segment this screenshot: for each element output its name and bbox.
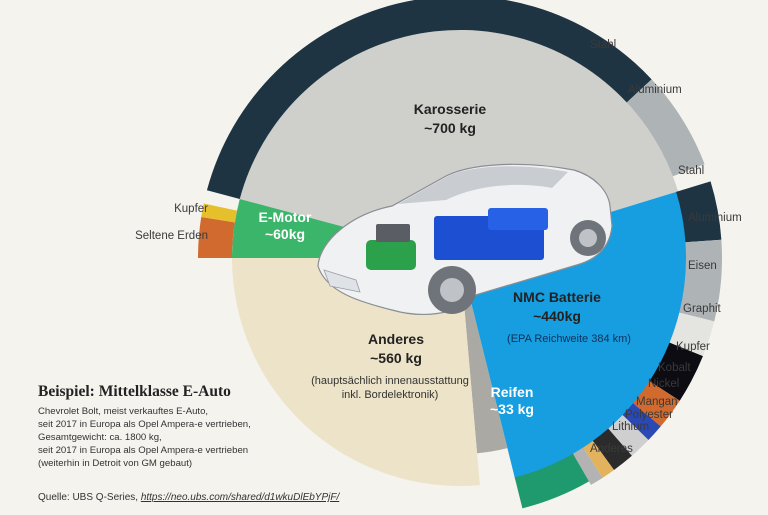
ring-segment-graphit (649, 342, 703, 401)
segment-title: Anderes (368, 331, 424, 347)
segment-note: (EPA Reichweite 384 km) (507, 333, 631, 345)
motor-unit (366, 240, 416, 270)
caption-line: Chevrolet Bolt, meist verkauftes E-Auto, (38, 406, 209, 417)
ring-label: Eisen (688, 260, 717, 272)
ring-label: Nickel (648, 378, 679, 390)
segment-value: ~60kg (265, 226, 305, 242)
segment-title: E-Motor (259, 209, 312, 225)
segment-value: ~33 kg (490, 401, 534, 417)
segment-note: (hauptsächlich innenausstattung (311, 375, 469, 387)
caption-line: seit 2017 in Europa als Opel Ampera-e ve… (38, 419, 251, 430)
segment-value: ~440kg (533, 308, 581, 324)
car-illustration (317, 163, 613, 315)
segment-value: ~700 kg (424, 120, 476, 136)
ring-segment-nickel (608, 414, 649, 456)
ring-segment-kupfer (198, 217, 235, 258)
ring-segment-mangan (592, 428, 632, 470)
ring-label: Graphit (683, 303, 722, 315)
caption-title: Beispiel: Mittelklasse E-Auto (38, 383, 231, 400)
ring-segment-kupfer (633, 381, 680, 427)
ring-segment-aluminium (626, 79, 705, 177)
ring-segment-polyester (583, 440, 614, 478)
ring-label: Anderes (590, 443, 633, 455)
ring-segment-seltene-erden (201, 203, 237, 223)
source-link[interactable]: https://neo.ubs.com/shared/d1wkuDlEbYPjF… (140, 492, 340, 503)
ring-label: Polyester (625, 409, 673, 421)
ring-label: Stahl (678, 165, 704, 177)
ring-label: Stahl (590, 39, 616, 51)
car-windshield (398, 166, 568, 204)
headlight (323, 269, 361, 293)
ring-label: Kupfer (174, 203, 208, 215)
pie-slice-reifen (460, 258, 508, 454)
ring-label: Seltene Erden (135, 230, 208, 242)
segment-title: Karosserie (414, 101, 487, 117)
outer-ring (198, 0, 722, 509)
caption-block: Beispiel: Mittelklasse E-Auto Chevrolet … (38, 383, 308, 470)
ring-segment-lithium (573, 447, 603, 485)
segment-note: inkl. Bordelektronik) (342, 389, 439, 401)
caption-line: seit 2017 in Europa als Opel Ampera-e ve… (38, 445, 249, 456)
pie-slice-anderes (232, 258, 480, 486)
source-prefix: Quelle: UBS Q-Series, (38, 492, 141, 503)
ring-label: Kupfer (676, 341, 710, 353)
ring-segment-aluminium (679, 239, 722, 322)
ring-segment-stahl (676, 181, 722, 243)
caption-line: (weiterhin in Detroit von GM gebaut) (38, 458, 193, 469)
ring-segment-kobalt (622, 403, 661, 441)
segment-title: Reifen (491, 384, 534, 400)
caption-line: Gesamtgewicht: ca. 1800 kg, (38, 432, 162, 443)
segment-title: NMC Batterie (513, 289, 601, 305)
rear-hub (579, 229, 597, 247)
battery-upper (488, 208, 548, 230)
ring-label: Kobalt (658, 362, 691, 374)
chart-labels: StahlAluminiumStahlAluminiumEisenGraphit… (135, 39, 742, 455)
ring-label: Mangan (636, 396, 678, 408)
ring-label: Aluminium (688, 212, 742, 224)
ring-segment-eisen (669, 312, 715, 357)
ring-segment-stahl (206, 0, 652, 199)
ring-segment-anderes (514, 453, 589, 509)
ring-label: Lithium (612, 421, 649, 433)
ring-label: Aluminium (628, 84, 682, 96)
segment-value: ~560 kg (370, 350, 422, 366)
source-note: Quelle: UBS Q-Series, https://neo.ubs.co… (38, 492, 339, 503)
motor-top (376, 224, 410, 242)
front-hub (440, 278, 464, 302)
